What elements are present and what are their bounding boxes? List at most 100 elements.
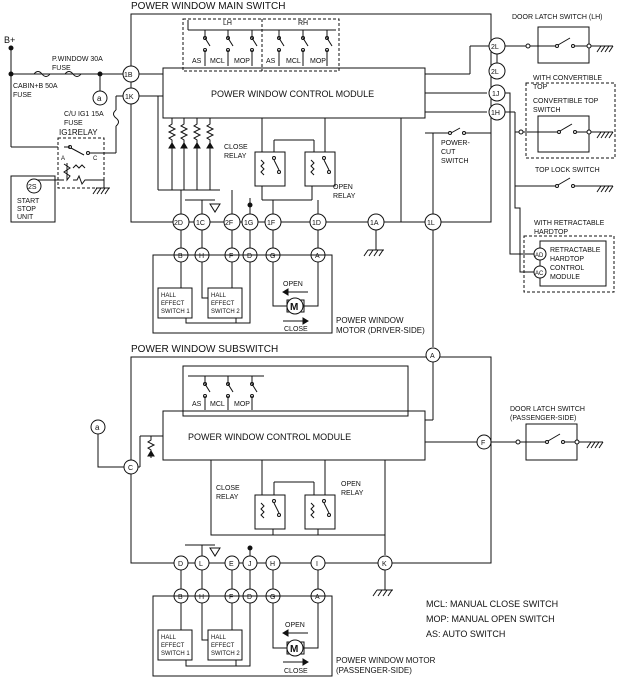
lh-label: LH (223, 20, 232, 27)
ground-door-latch-passenger (586, 441, 604, 449)
legend-mcl: MCL: MANUAL CLOSE SWITCH (426, 599, 558, 609)
passenger-hall1-label-2: EFFECT (161, 643, 185, 649)
ground-top-lock (596, 185, 614, 193)
svg-text:1F: 1F (267, 220, 275, 227)
svg-text:I: I (316, 561, 318, 568)
main-control-module-label: POWER WINDOW CONTROL MODULE (211, 89, 374, 99)
passenger-motor-title-2: (PASSENGER-SIDE) (336, 666, 412, 675)
retractable-module-box (539, 240, 607, 287)
sub-open-relay-label-2: RELAY (341, 490, 364, 497)
convertible-switch-label-2: SWITCH (533, 107, 561, 114)
top-lock-label: TOP LOCK SWITCH (535, 167, 600, 174)
driver-hall2-box (207, 287, 243, 319)
ground-sub-k (372, 589, 393, 597)
sub-control-module-label: POWER WINDOW CONTROL MODULE (188, 432, 351, 442)
ig1-relay-label: IG1RELAY (59, 128, 98, 137)
svg-text:H: H (270, 561, 275, 568)
connector-sub-f: F (476, 434, 492, 450)
rh-as-label: AS (266, 58, 276, 65)
sub-close-relay-label-1: CLOSE (216, 485, 240, 492)
fuse-pwindow (33, 71, 51, 77)
svg-text:1L: 1L (427, 220, 435, 227)
rh-mcl-label: MCL (286, 58, 301, 65)
start-stop-label-3: UNIT (17, 214, 34, 221)
ig1-relay-contacts (58, 145, 104, 186)
svg-text:A: A (315, 594, 320, 601)
convertible-switch-box (537, 115, 590, 153)
b-plus-label: B+ (4, 35, 15, 45)
ground-ig1-relay (92, 187, 110, 195)
power-cut-label-1: POWER- (441, 140, 470, 147)
fuse-cu-label-2: FUSE (64, 120, 83, 127)
svg-text:M: M (290, 302, 298, 313)
with-retractable-label-1: WITH RETRACTABLE (534, 220, 605, 227)
ground-convertible (596, 131, 614, 139)
driver-motor-title-2: MOTOR (DRIVER-SIDE) (336, 326, 425, 335)
main-open-relay-label-2: RELAY (333, 193, 356, 200)
svg-text:H: H (199, 253, 204, 260)
fuse-cabin-label-2: FUSE (13, 92, 32, 99)
driver-hall1-box (157, 287, 193, 319)
convertible-switch-label-1: CONVERTIBLE TOP (533, 98, 599, 105)
driver-motor-title-1: POWER WINDOW (336, 316, 404, 325)
passenger-hall1-label-3: SWITCH 1 (161, 651, 190, 657)
passenger-hall2-label-1: HALL (211, 635, 227, 641)
connector-2s: 2S (26, 178, 42, 194)
main-close-relay-label-2: RELAY (224, 153, 247, 160)
door-latch-lh-label: DOOR LATCH SWITCH (LH) (512, 14, 602, 21)
svg-text:1A: 1A (370, 220, 379, 227)
power-cut-label-3: SWITCH (441, 158, 469, 165)
svg-text:M: M (290, 644, 298, 655)
sub-open-relay-label-1: OPEN (341, 481, 361, 488)
svg-text:1K: 1K (125, 94, 134, 101)
driver-open-label: OPEN (283, 281, 303, 288)
passenger-open-label: OPEN (285, 622, 305, 629)
fuse-pwindow-label-2: FUSE (52, 65, 71, 72)
svg-text:2D: 2D (174, 220, 183, 227)
sub-diode (147, 450, 155, 457)
connector-2l-upper: 2L (488, 37, 506, 55)
sub-mop-label: MOP (234, 401, 250, 408)
fuse-cu-ig1 (113, 109, 119, 127)
retractable-module-label-4: MODULE (550, 274, 580, 281)
driver-hall2-label-2: EFFECT (211, 301, 235, 307)
svg-text:C: C (128, 465, 133, 472)
connector-1j: 1J (488, 84, 506, 102)
start-stop-label-2: STOP (17, 206, 36, 213)
connector-sub-c: C (123, 459, 139, 475)
passenger-close-label: CLOSE (284, 668, 308, 675)
ground-door-latch-lh (596, 45, 614, 53)
svg-text:1H: 1H (491, 110, 500, 117)
door-latch-passenger-label-1: DOOR LATCH SWITCH (510, 406, 585, 413)
svg-text:F: F (229, 594, 233, 601)
svg-text:2F: 2F (225, 220, 233, 227)
subswitch-contacts-frame (182, 365, 409, 417)
svg-text:1D: 1D (312, 220, 321, 227)
svg-text:G: G (270, 253, 275, 260)
with-convertible-label-2: TOP (533, 84, 548, 91)
driver-motor-box (152, 254, 333, 334)
lh-as-label: AS (192, 58, 202, 65)
passenger-hall1-box (157, 629, 193, 661)
svg-text:AD: AD (535, 253, 544, 259)
driver-hall2-label-1: HALL (211, 293, 227, 299)
start-stop-label-1: START (17, 198, 40, 205)
svg-text:D: D (247, 253, 252, 260)
main-close-relay (254, 118, 286, 187)
connector-ad: AD (533, 247, 547, 261)
with-convertible-label-1: WITH CONVERTIBLE (533, 75, 602, 82)
passenger-motor-title-1: POWER WINDOW MOTOR (336, 656, 436, 665)
subswitch-contacts (203, 376, 258, 410)
ig1-relay-box (57, 137, 105, 189)
connector-ac: AC (533, 265, 547, 279)
svg-text:AC: AC (535, 271, 544, 277)
svg-text:H: H (199, 594, 204, 601)
main-bottom-pins: 2D 1C 2F 1G 1F 1D 1A 1L (172, 213, 442, 231)
legend-as: AS: AUTO SWITCH (426, 629, 505, 639)
connector-2l-lower: 2L (488, 62, 506, 80)
sub-close-relay-label-2: RELAY (216, 494, 239, 501)
connector-1b: 1B (122, 65, 140, 83)
driver-motor-symbol: M (286, 297, 305, 315)
driver-hall1-label-2: EFFECT (161, 301, 185, 307)
